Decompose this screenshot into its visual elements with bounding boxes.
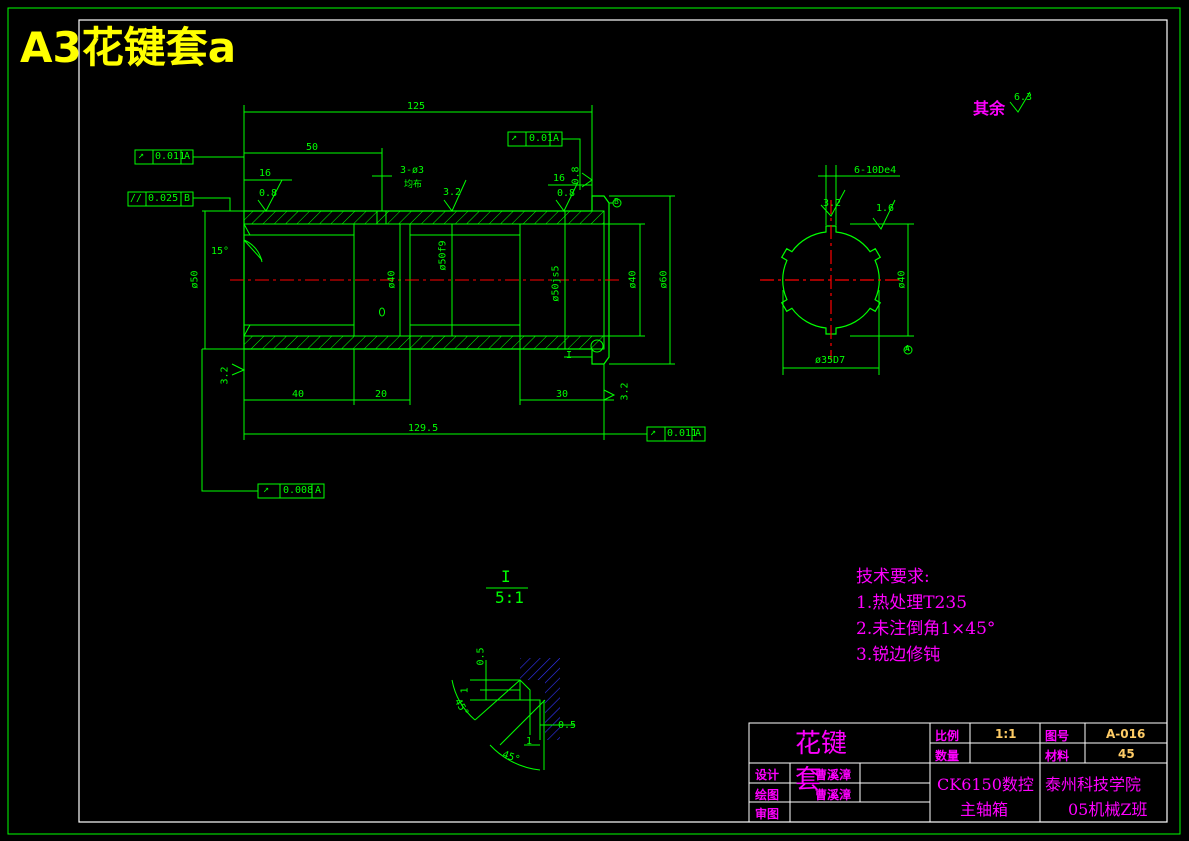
tb-qty-label: 数量 bbox=[935, 749, 960, 763]
tech-item-1: 1.热处理T235 bbox=[856, 593, 968, 613]
rough-08-left: 0.8 bbox=[259, 188, 278, 199]
rough-32-left: 3.2 bbox=[219, 366, 231, 385]
tech-title: 技术要求: bbox=[856, 567, 930, 587]
tb-design-name: 曹溪漳 bbox=[815, 768, 852, 782]
tb-draw-name: 曹溪漳 bbox=[815, 788, 852, 802]
drawing-title: A3花键套a bbox=[20, 23, 237, 72]
tb-part-name: 花键套 bbox=[795, 729, 848, 795]
section-dia-40: ø40 bbox=[896, 270, 908, 289]
section-rough-32: 3.2 bbox=[823, 198, 842, 209]
tol-runout-011b-sym: ↗ bbox=[650, 427, 657, 438]
detail-mark: I bbox=[566, 350, 573, 361]
detail-05-right: 0.5 bbox=[558, 720, 577, 731]
tb-assembly: 主轴箱 bbox=[960, 800, 1009, 819]
tb-review-label: 审图 bbox=[755, 807, 780, 821]
tb-design-label: 设计 bbox=[755, 768, 780, 782]
detail-05-top: 0.5 bbox=[475, 647, 487, 666]
detail-45-bottom: 45° bbox=[500, 749, 522, 766]
rough-32-top: 3.2 bbox=[443, 187, 462, 198]
dia-40-a: ø40 bbox=[386, 270, 398, 289]
dim-length-50: 50 bbox=[306, 142, 319, 153]
tol-runout-008-datum: A bbox=[315, 485, 322, 496]
chamfer-15: 15° bbox=[211, 246, 230, 257]
tb-drawing-no-label: 图号 bbox=[1045, 729, 1070, 743]
tol-runout-01-sym: ↗ bbox=[511, 132, 518, 143]
tb-draw-label: 绘图 bbox=[755, 788, 780, 802]
inner-frame bbox=[78, 19, 1168, 823]
dim-length-30: 30 bbox=[556, 389, 569, 400]
dia-40-b: ø40 bbox=[627, 270, 639, 289]
section-datum-a: A bbox=[905, 345, 910, 353]
tb-material-label: 材料 bbox=[1045, 749, 1070, 763]
detail-1-bottom: 1 bbox=[526, 736, 533, 747]
outer-frame bbox=[7, 7, 1181, 835]
dim-holes: 3-ø3 bbox=[400, 165, 425, 176]
detail-view bbox=[451, 587, 575, 771]
tol-runout-011b-datum: A bbox=[695, 428, 702, 439]
dim-total-length: 125 bbox=[407, 101, 426, 112]
dim-length-40: 40 bbox=[292, 389, 305, 400]
tol-runout-008-val: 0.008 bbox=[283, 485, 314, 496]
dim-length-20: 20 bbox=[375, 389, 388, 400]
datum-b-mark: B bbox=[614, 197, 619, 206]
tb-machine: CK6150数控 bbox=[937, 775, 1034, 794]
dim-length-1295: 129.5 bbox=[408, 423, 439, 434]
rough-08-vert: 0.8 bbox=[570, 166, 582, 185]
tol-runout-011b-val: 0.011 bbox=[667, 428, 698, 439]
surface-other-value: 6.3 bbox=[1014, 92, 1033, 103]
tech-item-3: 3.锐边修钝 bbox=[856, 645, 941, 665]
detail-45-left: 45° bbox=[451, 696, 471, 719]
tol-runout-011-sym: ↗ bbox=[138, 150, 145, 161]
tol-runout-011-datum: A bbox=[184, 151, 191, 162]
spline-outline bbox=[780, 225, 882, 335]
rough-32-right: 3.2 bbox=[619, 382, 631, 401]
tolerance-frames bbox=[127, 131, 706, 499]
section-view bbox=[760, 165, 914, 375]
title-block bbox=[748, 722, 1168, 823]
tb-scale-value: 1:1 bbox=[995, 727, 1017, 741]
dia-50f9: ø50f9 bbox=[437, 240, 449, 271]
tb-school: 泰州科技学院 bbox=[1045, 775, 1142, 794]
detail-label: I bbox=[501, 567, 511, 586]
tech-item-2: 2.未注倒角1×45° bbox=[856, 619, 996, 639]
dim-length-16-left: 16 bbox=[259, 168, 272, 179]
tol-runout-011-val: 0.011 bbox=[155, 151, 186, 162]
datum-a-mark: A bbox=[905, 344, 910, 353]
tb-material: 45 bbox=[1118, 747, 1135, 761]
tol-parallel-val: 0.025 bbox=[148, 193, 179, 204]
tol-parallel-sym: // bbox=[130, 193, 143, 204]
main-view bbox=[193, 91, 1031, 492]
dim-length-16-right: 16 bbox=[553, 173, 566, 184]
surface-other: 其余 bbox=[973, 95, 1005, 119]
tb-scale-label: 比例 bbox=[935, 729, 960, 743]
section-rough-16: 1.6 bbox=[876, 203, 895, 214]
tol-runout-01-datum: A bbox=[553, 133, 560, 144]
rough-08-right: 0.8 bbox=[557, 188, 576, 199]
surface-other-label: 其余 bbox=[973, 99, 1006, 118]
tb-class: 05机械Z班 bbox=[1068, 800, 1148, 819]
tol-parallel-datum: B bbox=[184, 193, 191, 204]
detail-1-left: 1 bbox=[459, 687, 471, 694]
detail-scale: 5:1 bbox=[495, 588, 524, 607]
tol-runout-01-val: 0.01 bbox=[529, 133, 554, 144]
dia-50: ø50 bbox=[189, 270, 201, 289]
tol-runout-008-sym: ↗ bbox=[263, 484, 270, 495]
section-dia-35: ø35D7 bbox=[815, 355, 846, 366]
tb-drawing-no: A-016 bbox=[1106, 727, 1146, 741]
dia-60: ø60 bbox=[658, 270, 670, 289]
spline-spec: 6-10De4 bbox=[854, 165, 897, 176]
dim-holes-sub: 均布 bbox=[404, 180, 423, 190]
dia-50js5: ø50js5 bbox=[550, 265, 562, 302]
